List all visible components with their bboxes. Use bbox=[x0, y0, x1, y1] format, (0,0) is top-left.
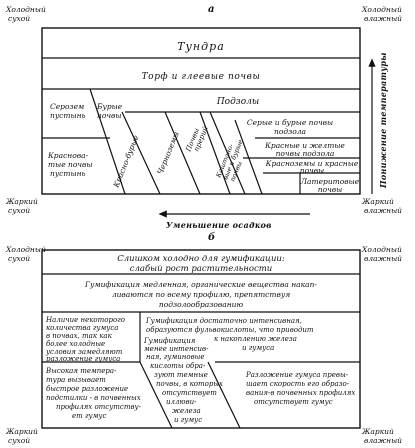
y-axis-label-a: Понижение температуры bbox=[378, 52, 388, 189]
zone-some-2: количества гумуса bbox=[46, 324, 118, 332]
diag-b-1 bbox=[139, 361, 173, 429]
diagram-a-frame bbox=[41, 27, 361, 195]
corner-bottom-right-b-1: Жаркий bbox=[361, 427, 394, 436]
zone-krasnozem-2: почвы bbox=[300, 166, 325, 175]
zone-fast-1: Разложение гумуса превы- bbox=[245, 371, 349, 379]
zone-reddish-2: тые почвы bbox=[48, 160, 93, 169]
diag-b-2 bbox=[207, 361, 241, 429]
corner-top-right-b-1: Холодный bbox=[361, 245, 402, 254]
zone-intensive-4: и гумуса bbox=[242, 344, 274, 352]
zone-less-8: иллюви- bbox=[166, 398, 197, 406]
zone-fast-4: отсутствует гумус bbox=[254, 398, 333, 406]
zone-slow-2: ливаются по всему профилю, препятствуя bbox=[112, 290, 290, 299]
corner-top-right-a-2: влажный bbox=[364, 14, 402, 23]
zone-brown-2: почвы bbox=[97, 111, 122, 120]
corner-top-right-a-1: Холодный bbox=[361, 5, 402, 14]
zone-high-temp-5: профилях отсутству- bbox=[56, 403, 142, 411]
zone-slow-3: подзолообразованию bbox=[159, 300, 244, 309]
corner-bottom-left-a-1: Жаркий bbox=[5, 197, 38, 206]
zone-red-brown: Красно-бурые bbox=[111, 133, 141, 189]
diagram-a-label: а bbox=[208, 4, 214, 15]
corner-bottom-right-a-1: Жаркий bbox=[361, 197, 394, 206]
zone-gray-brown-1: Серые и бурые почвы bbox=[247, 118, 333, 127]
zone-red-yellow-1: Красные и желтые bbox=[264, 141, 345, 150]
diagram-b: б Холодный сухой Холодный влажный Жаркий… bbox=[5, 232, 402, 445]
zone-less-3: ная, гуминовые bbox=[146, 353, 205, 361]
zone-some-3: в почвах, так как bbox=[46, 332, 113, 340]
zone-gray-brown-2: подзола bbox=[274, 127, 306, 136]
diag-4 bbox=[199, 111, 231, 195]
zone-high-temp-4: подстилки - в почвенных bbox=[46, 394, 141, 402]
corner-bottom-right-a-2: влажный bbox=[364, 206, 402, 215]
zone-some-4: более холодные bbox=[46, 340, 105, 348]
zone-serozem-2: пустынь bbox=[50, 111, 86, 120]
zone-fast-2: шает скорость его образо- bbox=[246, 380, 350, 388]
corner-top-right-b-2: влажный bbox=[364, 254, 402, 263]
corner-bottom-left-b-2: сухой bbox=[8, 436, 30, 445]
zone-less-10: и гумус bbox=[174, 416, 202, 424]
corner-top-left-a-1: Холодный bbox=[5, 5, 46, 14]
zone-serozem-1: Серозем bbox=[50, 102, 84, 111]
zone-less-9: железа bbox=[172, 407, 201, 415]
zone-high-temp-3: быстрое разложение bbox=[46, 385, 128, 393]
zone-some-6: разложение гумуса bbox=[46, 355, 120, 363]
diag-6 bbox=[234, 119, 263, 195]
zone-some-5: условия замедляют bbox=[45, 348, 123, 356]
zone-reddish-3: пустынь bbox=[50, 169, 86, 178]
diagram-a: а Холодный сухой Холодный влажный Жаркий… bbox=[5, 4, 402, 230]
zone-laterite-1: Латеритовые bbox=[300, 177, 360, 186]
zone-intensive-1: Гумификация достаточно интенсивная, bbox=[145, 317, 302, 325]
zone-peat: Торф и глеевые почвы bbox=[142, 72, 261, 82]
zone-cold-1: Слишком холодно для гумификации: bbox=[117, 254, 285, 264]
zone-high-temp-6: ет гумус bbox=[72, 412, 106, 420]
zone-red-yellow-2: почвы подзола bbox=[276, 149, 335, 158]
zone-some-1: Наличие некоторого bbox=[45, 316, 125, 324]
x-axis-label-a: Уменьшение осадков bbox=[166, 220, 272, 230]
diag-1 bbox=[89, 88, 126, 195]
zone-less-5: зуют темные bbox=[154, 371, 208, 379]
zone-reddish-1: Красновa- bbox=[47, 151, 89, 160]
zone-laterite-2: почвы bbox=[318, 185, 343, 194]
zone-intensive-2: образуются фульвокислоты, что приводит bbox=[146, 326, 314, 334]
zone-less-1: Гумификация bbox=[143, 337, 196, 345]
zone-less-2: менее интенсив- bbox=[144, 345, 209, 353]
zone-tundra: Тундра bbox=[177, 40, 225, 53]
zone-cold-2: слабый рост растительности bbox=[130, 263, 273, 274]
zone-slow-1: Гумификация медленная, органические веще… bbox=[84, 280, 317, 289]
zone-less-6: почвы, в которых bbox=[156, 380, 223, 388]
zone-high-temp-2: тура вызывает bbox=[46, 376, 106, 384]
diag-2 bbox=[121, 111, 161, 195]
zone-intensive-3: к накоплению железа bbox=[214, 335, 297, 343]
zone-high-temp-1: Высокая темпера- bbox=[45, 367, 117, 375]
diagram-b-frame bbox=[41, 249, 361, 429]
zone-chernozem: Черноземы bbox=[156, 130, 181, 175]
zone-podzols: Подзолы bbox=[216, 97, 259, 107]
zone-krasnozem-1: Красноземы и красные bbox=[265, 159, 359, 168]
corner-top-left-b-1: Холодный bbox=[5, 245, 46, 254]
zone-fast-3: вания-в почвенных профилях bbox=[246, 389, 355, 397]
corner-bottom-left-b-1: Жаркий bbox=[5, 427, 38, 436]
zone-less-4: кислоты обра- bbox=[150, 362, 206, 370]
corner-bottom-right-b-2: влажный bbox=[364, 436, 402, 445]
corner-top-left-b-2: сухой bbox=[8, 254, 30, 263]
diagram-b-label: б bbox=[208, 232, 215, 243]
corner-top-left-a-2: сухой bbox=[8, 14, 30, 23]
zone-brown-1: Бурые bbox=[96, 102, 123, 111]
diag-3 bbox=[164, 111, 201, 195]
diag-5 bbox=[209, 111, 246, 195]
corner-bottom-left-a-2: сухой bbox=[8, 206, 30, 215]
zone-less-7: отсутствует bbox=[162, 389, 217, 397]
